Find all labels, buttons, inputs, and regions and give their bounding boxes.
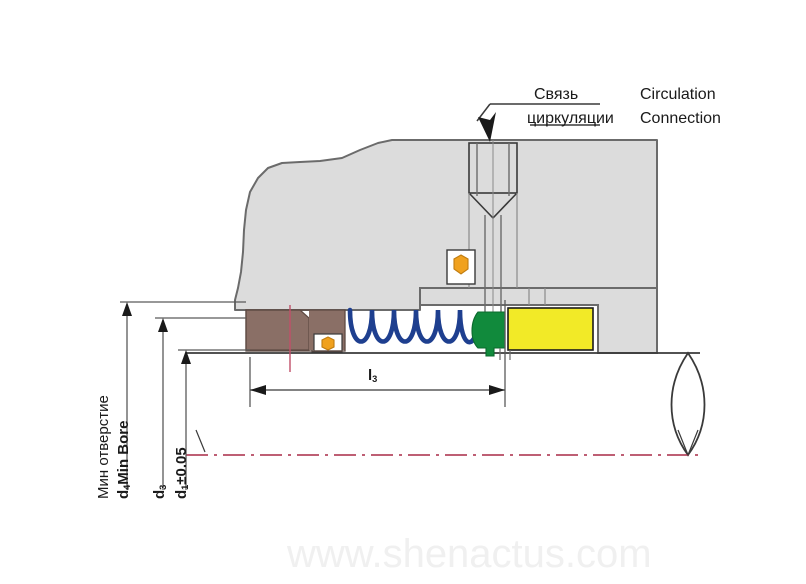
circulation-callout-leader bbox=[476, 103, 600, 142]
circulation-callout-ru-line2: циркуляции bbox=[527, 110, 614, 127]
dimension-label-d1: d1±0.05 bbox=[173, 447, 190, 499]
circulation-callout-ru-line1: Связь bbox=[534, 86, 579, 103]
d3-prefix: d bbox=[150, 489, 168, 500]
yellow-seal-component bbox=[507, 307, 594, 351]
dimension-extension-lines bbox=[120, 301, 250, 351]
circulation-callout-en-line2: Connection bbox=[640, 110, 721, 127]
shaft bbox=[186, 351, 706, 457]
seal-face-brown-step bbox=[245, 309, 346, 352]
d1-prefix: d bbox=[172, 489, 190, 500]
centerline-tick-left bbox=[195, 429, 206, 453]
l3-prefix: l bbox=[368, 367, 373, 384]
dimension-label-l3: l3 bbox=[368, 367, 377, 384]
dimension-d4 bbox=[122, 302, 132, 490]
green-seal-component bbox=[471, 311, 506, 357]
seal-housing-body bbox=[234, 139, 658, 311]
d3-subscript: 3 bbox=[158, 484, 168, 490]
dimension-label-d4: d4Min Bore bbox=[115, 421, 132, 500]
spring bbox=[347, 307, 481, 345]
dimension-d3 bbox=[158, 318, 168, 490]
d4-prefix: d bbox=[114, 489, 132, 500]
centerline-tick-right bbox=[677, 429, 699, 457]
d1-subscript: 1 bbox=[180, 484, 190, 490]
housing-oring-upper bbox=[446, 249, 476, 285]
dimension-l3 bbox=[249, 300, 506, 407]
d1-tolerance: ±0.05 bbox=[172, 447, 190, 485]
watermark: www.shenactus.com bbox=[287, 532, 652, 576]
d4-subscript: 4 bbox=[122, 484, 132, 490]
d4-suffix: Min Bore bbox=[114, 420, 132, 485]
circulation-port bbox=[468, 140, 518, 318]
dimension-label-min-bore-ru: Мин отверстие bbox=[95, 395, 112, 499]
circulation-callout-en-line1: Circulation bbox=[640, 86, 716, 103]
dimension-d1 bbox=[181, 350, 191, 490]
dimension-label-d3: d3 bbox=[151, 485, 168, 499]
l3-subscript: 3 bbox=[372, 374, 378, 385]
